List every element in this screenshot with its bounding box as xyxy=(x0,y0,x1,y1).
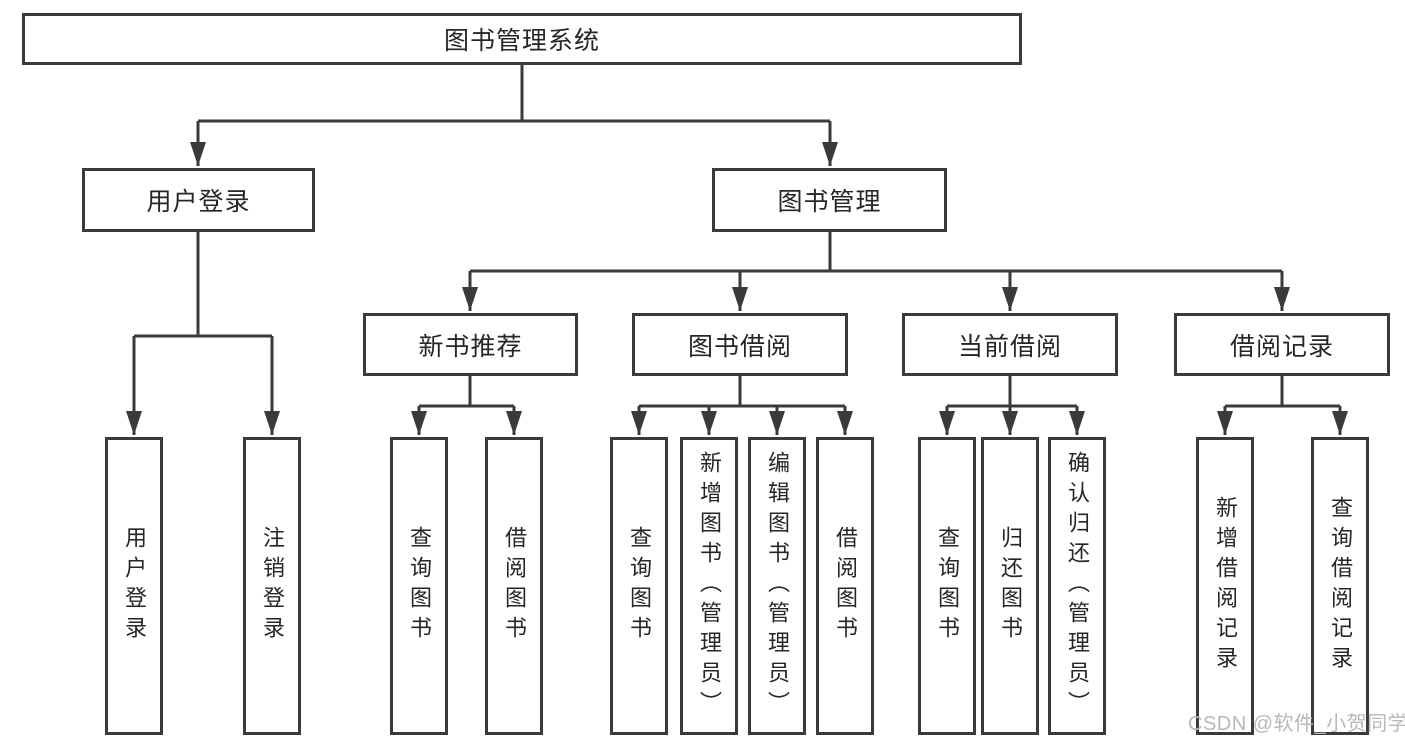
edges-group xyxy=(126,65,1348,435)
node-br-add-record: 新增借阅记录 xyxy=(1196,437,1254,735)
node-bb-borrow-books: 借阅图书 xyxy=(816,437,874,735)
node-label: 查询图书 xyxy=(407,526,432,646)
node-cb-return-books: 归还图书 xyxy=(981,437,1039,735)
node-label: 图书管理系统 xyxy=(443,27,600,55)
node-cb-query-books: 查询图书 xyxy=(918,437,976,735)
node-book-borrowing: 图书借阅 xyxy=(632,313,848,376)
node-br-query-record: 查询借阅记录 xyxy=(1311,437,1369,735)
node-label: 当前借阅 xyxy=(957,332,1062,361)
node-label: 查询图书 xyxy=(935,526,960,646)
node-nb-query-books: 查询图书 xyxy=(390,437,448,735)
node-label: 查询借阅记录 xyxy=(1328,496,1353,676)
node-cb-confirm-return-admin: 确认归还（管理员） xyxy=(1048,437,1106,735)
node-book-management: 图书管理 xyxy=(712,168,947,232)
node-label: 新书推荐 xyxy=(418,332,523,361)
node-label: 借阅记录 xyxy=(1229,332,1334,361)
node-label: 注销登录 xyxy=(260,526,285,646)
node-label: 编辑图书（管理员） xyxy=(765,451,790,721)
node-label: 图书管理 xyxy=(777,188,882,216)
node-new-book-recommend: 新书推荐 xyxy=(363,313,578,376)
node-label: 查询图书 xyxy=(627,526,652,646)
node-label: 归还图书 xyxy=(998,526,1023,646)
node-logout-action: 注销登录 xyxy=(243,437,301,735)
node-bb-query-books: 查询图书 xyxy=(610,437,668,735)
node-user-login: 用户登录 xyxy=(82,168,315,232)
node-label: 新增图书（管理员） xyxy=(697,451,722,721)
node-label: 用户登录 xyxy=(146,188,251,216)
node-label: 借阅图书 xyxy=(833,526,858,646)
node-nb-borrow-books: 借阅图书 xyxy=(485,437,543,735)
node-bb-add-books-admin: 新增图书（管理员） xyxy=(680,437,738,735)
node-library-system-root: 图书管理系统 xyxy=(22,13,1022,65)
node-label: 图书借阅 xyxy=(687,332,792,361)
node-label: 用户登录 xyxy=(122,526,147,646)
node-borrowing-records: 借阅记录 xyxy=(1174,313,1390,376)
watermark-text: CSDN @软件_小贺同学 xyxy=(1188,713,1405,735)
node-label: 确认归还（管理员） xyxy=(1065,451,1090,721)
node-current-borrowing: 当前借阅 xyxy=(902,313,1118,376)
node-label: 借阅图书 xyxy=(502,526,527,646)
node-user-login-action: 用户登录 xyxy=(105,437,163,735)
node-bb-edit-books-admin: 编辑图书（管理员） xyxy=(748,437,806,735)
node-label: 新增借阅记录 xyxy=(1213,496,1238,676)
